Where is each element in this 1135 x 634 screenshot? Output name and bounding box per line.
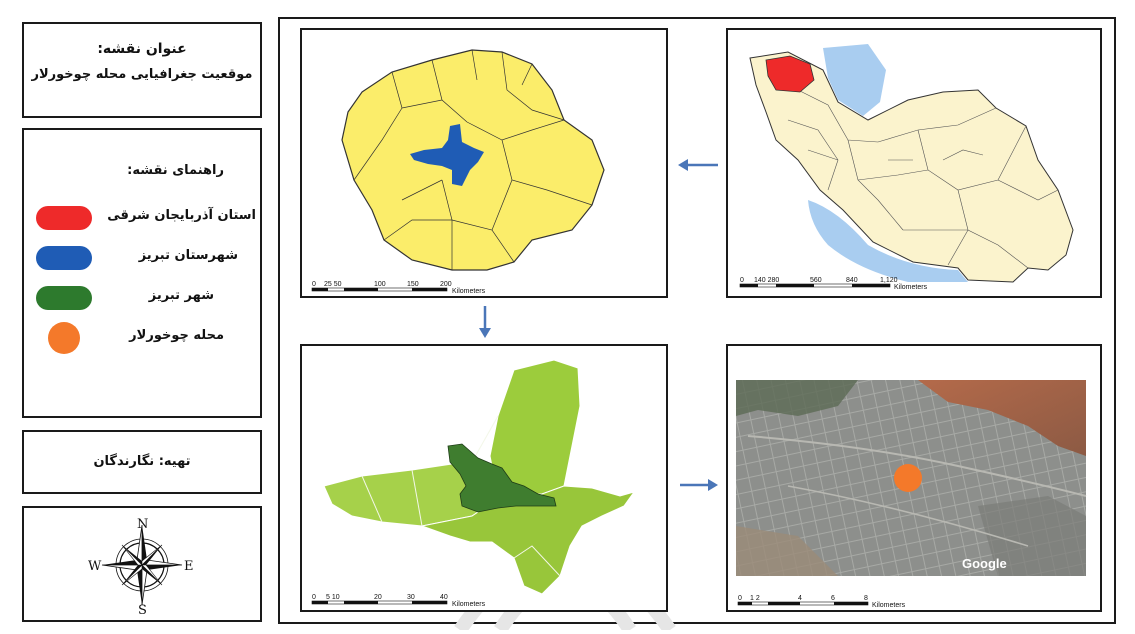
iran-map-panel: 0 140 280 560 840 1,120 Kilometers bbox=[726, 28, 1102, 298]
province-scale-0: 0 bbox=[312, 281, 316, 288]
county-map: 0 5 10 20 30 40 Kilometers bbox=[311, 359, 636, 608]
compass-west: W bbox=[88, 559, 102, 574]
city-scale-2: 4 bbox=[798, 595, 802, 602]
county-scale-3: 30 bbox=[407, 594, 415, 601]
legend-label-city: شهر تبریز bbox=[148, 288, 214, 303]
province-scale-4: 200 bbox=[440, 281, 452, 288]
legend-item-city: شهر تبریز bbox=[18, 282, 264, 316]
caspian-sea-icon bbox=[823, 44, 886, 116]
title-box: عنوان نقشه: موقعیت جغرافیایی محله چوخورل… bbox=[22, 22, 262, 118]
province-scale-2: 100 bbox=[374, 281, 386, 288]
city-scale-unit: Kilometers bbox=[872, 602, 906, 609]
neighborhood-marker-icon bbox=[894, 464, 922, 492]
city-scale-4: 8 bbox=[864, 595, 868, 602]
iran-scale-3: 840 bbox=[846, 277, 858, 284]
legend-label-county: شهرستان تبریز bbox=[138, 248, 238, 263]
compass-south: S bbox=[138, 603, 147, 618]
tabriz-county-icon bbox=[410, 124, 484, 186]
arrow-left-icon bbox=[678, 159, 718, 171]
legend-item-county: شهرستان تبریز bbox=[18, 242, 264, 276]
legend-item-province: استان آذربایجان شرقی bbox=[18, 202, 264, 236]
compass-east: E bbox=[184, 559, 194, 574]
compass-north: N bbox=[137, 517, 148, 532]
iran-scale-2: 560 bbox=[810, 277, 822, 284]
city-scale-1: 1 2 bbox=[750, 595, 760, 602]
persian-gulf-icon bbox=[808, 200, 968, 282]
map-title-subtitle: موقعیت جغرافیایی محله چوخورلار bbox=[31, 67, 253, 82]
county-scale-0: 0 bbox=[312, 594, 316, 601]
arrow-down-icon bbox=[479, 306, 491, 338]
compass-rose-icon: N S E W bbox=[88, 517, 194, 618]
legend-label-neighborhood: محله چوخورلار bbox=[129, 328, 224, 343]
city-scale-0: 0 bbox=[738, 595, 742, 602]
county-scale-4: 40 bbox=[440, 594, 448, 601]
google-attribution: Google bbox=[962, 556, 1007, 571]
iran-map: 0 140 280 560 840 1,120 Kilometers bbox=[739, 44, 1074, 291]
city-map-panel: Google 0 1 2 4 6 8 Kilometers bbox=[726, 344, 1102, 612]
county-scale-1: 5 10 bbox=[326, 594, 340, 601]
county-map-panel: 0 5 10 20 30 40 Kilometers bbox=[300, 344, 668, 612]
province-map: 0 25 50 100 150 200 Kilometers bbox=[311, 49, 605, 295]
southeast-area-icon bbox=[978, 496, 1086, 576]
east-azerbaijan-icon bbox=[765, 55, 815, 93]
province-scale-3: 150 bbox=[407, 281, 419, 288]
tabriz-city-icon bbox=[447, 443, 557, 513]
map-title-heading: عنوان نقشه: bbox=[97, 41, 187, 57]
legend-heading: راهنمای نقشه: bbox=[127, 163, 224, 178]
credit-box: تهیه: نگارندگان bbox=[22, 430, 262, 494]
southwest-area-icon bbox=[736, 526, 838, 576]
iran-scale-4: 1,120 bbox=[880, 277, 898, 284]
legend-label-province: استان آذربایجان شرقی bbox=[107, 208, 256, 223]
province-map-panel: 0 25 50 100 150 200 Kilometers bbox=[300, 28, 668, 298]
iran-scale-0: 0 bbox=[740, 277, 744, 284]
city-swatch bbox=[36, 286, 92, 310]
iran-scale-1: 140 280 bbox=[754, 277, 779, 284]
legend-item-neighborhood: محله چوخورلار bbox=[18, 322, 264, 356]
credit-text: تهیه: نگارندگان bbox=[93, 454, 191, 469]
arrow-right-icon bbox=[680, 479, 718, 491]
city-scale-3: 6 bbox=[831, 595, 835, 602]
county-scale-2: 20 bbox=[374, 594, 382, 601]
iran-scale-unit: Kilometers bbox=[894, 284, 928, 291]
northwest-area-icon bbox=[736, 380, 858, 416]
neighborhood-swatch bbox=[48, 322, 80, 354]
province-swatch bbox=[36, 206, 92, 230]
legend-box: راهنمای نقشه: استان آذربایجان شرقی شهرست… bbox=[22, 128, 262, 418]
province-scale-unit: Kilometers bbox=[452, 288, 486, 295]
county-south-body-icon bbox=[420, 485, 636, 595]
county-scale-unit: Kilometers bbox=[452, 601, 486, 608]
mountain-area-icon bbox=[918, 380, 1086, 456]
compass-box: N S E W bbox=[22, 506, 262, 622]
county-swatch bbox=[36, 246, 92, 270]
province-scale-1: 25 50 bbox=[324, 281, 342, 288]
city-satellite-map: Google 0 1 2 4 6 8 Kilometers bbox=[736, 380, 1087, 609]
